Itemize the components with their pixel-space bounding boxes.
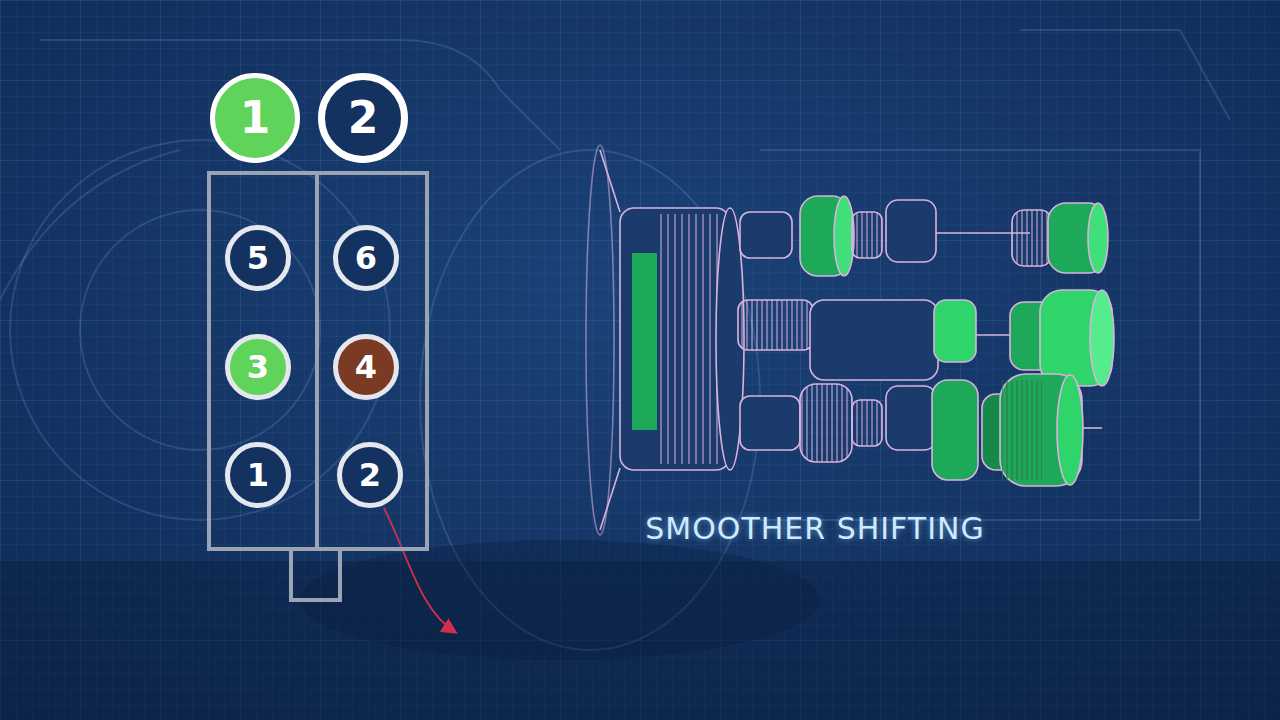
- bottom-gear-green: [1000, 374, 1082, 486]
- clutch-plate-green: [632, 253, 657, 430]
- gearbox-illustration: [586, 145, 1114, 535]
- top-sleeve: [740, 212, 792, 258]
- gear-label: 4: [333, 334, 399, 400]
- engine-disc: [10, 140, 390, 520]
- bottom-sleeve: [886, 386, 936, 450]
- gear-label: 1: [210, 73, 300, 163]
- gear-label: 3: [225, 334, 291, 400]
- engine-line: [1020, 30, 1230, 120]
- clutch-ribs: [660, 214, 722, 464]
- gear-face: [1090, 290, 1114, 386]
- gear-face: [1057, 375, 1083, 485]
- gear-number: 1: [225, 442, 291, 508]
- bottom-gear-green: [932, 380, 978, 480]
- gearbox-housing-outline: [760, 150, 1200, 520]
- top-synchro: [852, 212, 882, 258]
- gate-divider: [315, 173, 319, 549]
- gear-number-preselected: 4: [333, 334, 399, 400]
- top-sleeve: [886, 200, 936, 262]
- gear-label: 2: [318, 73, 408, 163]
- shadow: [300, 540, 820, 660]
- gear-number: 5: [225, 225, 291, 291]
- gear-number: 6: [333, 225, 399, 291]
- gear-label: 6: [333, 225, 399, 291]
- gate-outline: [209, 173, 427, 549]
- bottom-sleeve: [740, 396, 800, 450]
- main-hub: [810, 300, 938, 380]
- gear-face: [834, 196, 854, 276]
- main-shaft: [975, 334, 1015, 336]
- bottom-gear: [800, 384, 852, 462]
- shift-arrow: [384, 508, 455, 632]
- gear-plan-marker-active: 1: [210, 73, 300, 163]
- clutch-drum: [620, 208, 730, 470]
- gear-label: 1: [225, 442, 291, 508]
- engine-disc: [80, 210, 320, 450]
- gate-stub: [291, 549, 340, 600]
- gear-teeth: [1002, 380, 1042, 480]
- bottom-synchro: [852, 400, 882, 446]
- engine-line: [0, 150, 180, 300]
- feature-caption: SMOOTHER SHIFTING: [645, 511, 984, 546]
- top-gear: [1012, 210, 1052, 266]
- main-gear-green: [934, 300, 976, 362]
- gear-number-engaged: 3: [225, 334, 291, 400]
- gear-label: 2: [337, 442, 403, 508]
- back-plate: [586, 145, 614, 535]
- cone-line: [600, 150, 620, 530]
- gear-plan-marker: 2: [318, 73, 408, 163]
- shift-gate-frame: [209, 173, 427, 600]
- input-shaft: [738, 300, 813, 350]
- gear-face: [1088, 203, 1108, 273]
- gear-label: 5: [225, 225, 291, 291]
- engine-line: [40, 40, 560, 150]
- gear-number: 2: [337, 442, 403, 508]
